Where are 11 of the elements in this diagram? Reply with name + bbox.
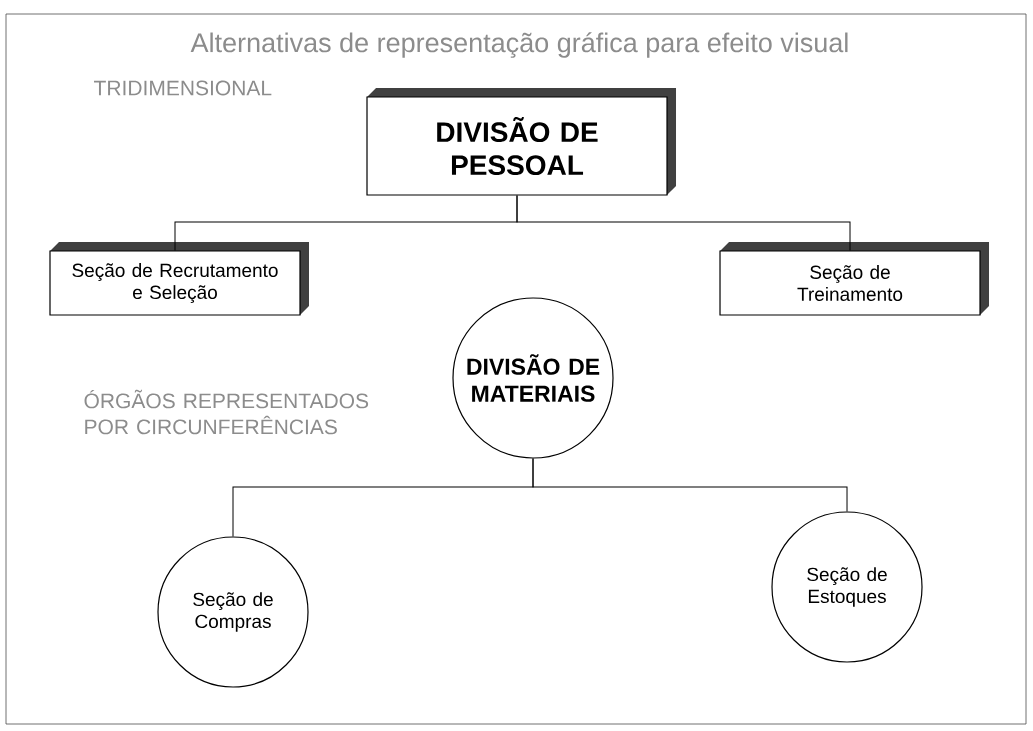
circle-node: Seção de Estoques xyxy=(771,511,923,663)
process-box: Seção de Treinamento xyxy=(719,250,981,316)
title: Alternativas de representação gráfica para efeito visual xyxy=(190,32,848,58)
circle-node: Seção de Compras xyxy=(157,536,309,688)
section-label: ÓRGÃOS REPRESENTADOS POR CIRCUNFERÊNCIAS xyxy=(84,389,369,435)
circle-node: DIVISÃO DE MATERIAIS xyxy=(452,297,614,459)
connector-line xyxy=(516,195,851,251)
connector-line xyxy=(532,458,848,512)
process-box: DIVISÃO DE PESSOAL xyxy=(366,96,668,196)
section-label: TRIDIMENSIONAL xyxy=(94,80,272,96)
process-box: Seção de Recrutamento e Seleção xyxy=(49,250,301,316)
